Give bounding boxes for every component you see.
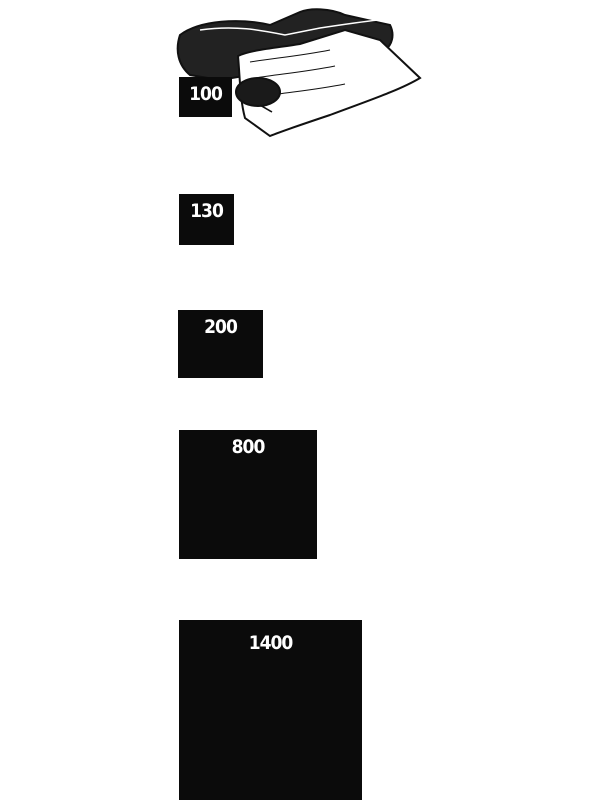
value-box-4: 800 [179,430,317,559]
value-box-5: 1400 [179,620,362,800]
value-box-3: 200 [178,310,263,378]
value-label-4: 800 [231,436,266,458]
fabric-rolls-illustration [176,8,422,138]
value-box-1: 100 [179,77,232,117]
value-box-2: 130 [179,194,234,245]
value-label-2: 130 [190,200,224,222]
value-label-1: 100 [189,83,223,105]
value-label-3: 200 [204,316,238,338]
value-label-5: 1400 [248,632,294,654]
